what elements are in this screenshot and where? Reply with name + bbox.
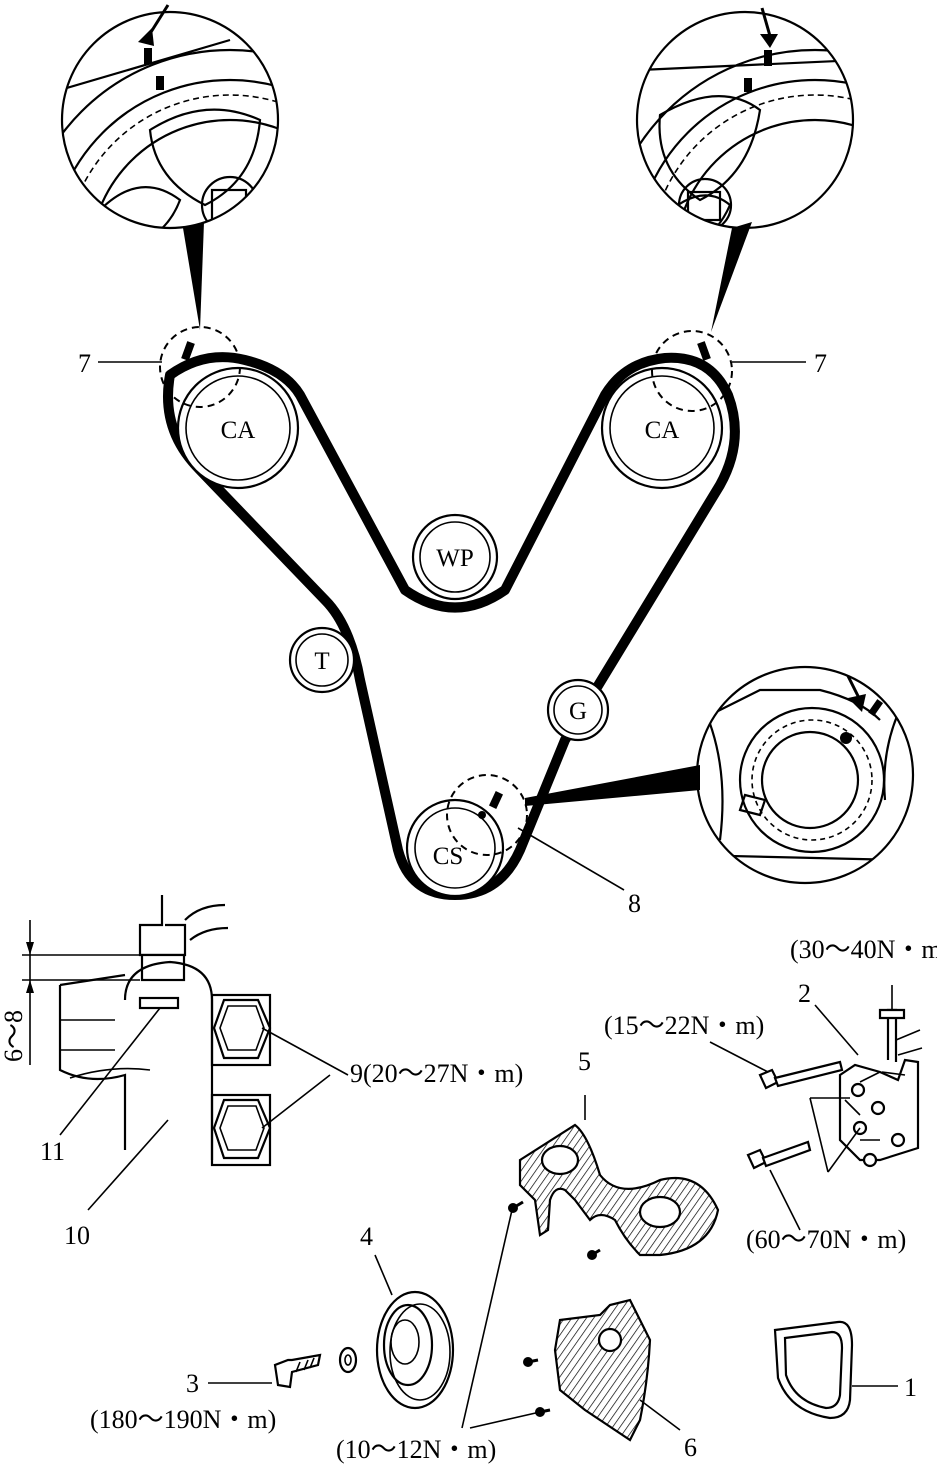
- torque-180-190: (180～190N・m): [90, 1405, 276, 1434]
- pulley-cam-left: CA: [176, 366, 300, 490]
- bracket-part-2: (30～40N・m) 2 (15～22N・m) (60～70N・m): [604, 935, 937, 1254]
- callout-2: 2: [798, 979, 811, 1008]
- svg-text:CA: CA: [645, 417, 680, 444]
- svg-text:G: G: [569, 698, 587, 725]
- cam-left-magnifier: [60, 4, 280, 330]
- torque-60-70: (60～70N・m): [746, 1225, 906, 1254]
- lower-cover-part-6: 6: [523, 1298, 697, 1462]
- svg-text:CS: CS: [433, 843, 464, 870]
- callout-6: 6: [684, 1433, 697, 1462]
- pulley-cam-right: CA: [600, 366, 724, 490]
- tensioner-detail: 6～8 9(20～27N・m) 11 10: [0, 895, 523, 1250]
- cam-right-magnifier: [635, 7, 855, 332]
- callout-10: 10: [64, 1221, 90, 1250]
- callout-7-right: 7: [814, 349, 827, 378]
- torque-30-40: (30～40N・m): [790, 935, 937, 964]
- crank-bolt-part-3: 3 (180～190N・m): [90, 1346, 358, 1434]
- callout-11: 11: [40, 1137, 65, 1166]
- timing-mark-left: [181, 341, 195, 361]
- detail-circle-left: [159, 326, 241, 408]
- pulley-idler: G: [546, 678, 610, 742]
- callout-8: 8: [628, 889, 641, 918]
- pulley-water-pump: WP: [411, 513, 499, 601]
- seal-part-1: 1: [773, 1320, 917, 1420]
- callout-5: 5: [578, 1047, 591, 1076]
- crank-pulley-part-4: 4: [360, 1222, 455, 1410]
- callout-1: 1: [904, 1373, 917, 1402]
- svg-text:WP: WP: [436, 545, 474, 572]
- svg-text:CA: CA: [221, 417, 256, 444]
- svg-text:T: T: [314, 648, 329, 675]
- callout-9-torque: 9(20～27N・m): [350, 1059, 523, 1088]
- dimension-6-8: 6～8: [0, 1010, 28, 1062]
- detail-circle-crank: [446, 774, 528, 856]
- torque-15-22: (15～22N・m): [604, 1011, 764, 1040]
- pulley-crankshaft: CS: [405, 798, 505, 898]
- callout-4: 4: [360, 1222, 373, 1251]
- torque-10-12: (10～12N・m): [336, 1435, 496, 1464]
- detail-circle-right: [651, 330, 733, 412]
- callout-7-left: 7: [78, 349, 91, 378]
- timing-mark-right: [697, 341, 711, 361]
- crank-magnifier: [525, 665, 915, 885]
- timing-belt: [163, 352, 740, 900]
- timing-mark-crank: [488, 791, 504, 809]
- callout-3: 3: [186, 1369, 199, 1398]
- upper-cover-part-5: 5: [508, 1047, 720, 1260]
- pulley-tensioner: T: [288, 626, 356, 694]
